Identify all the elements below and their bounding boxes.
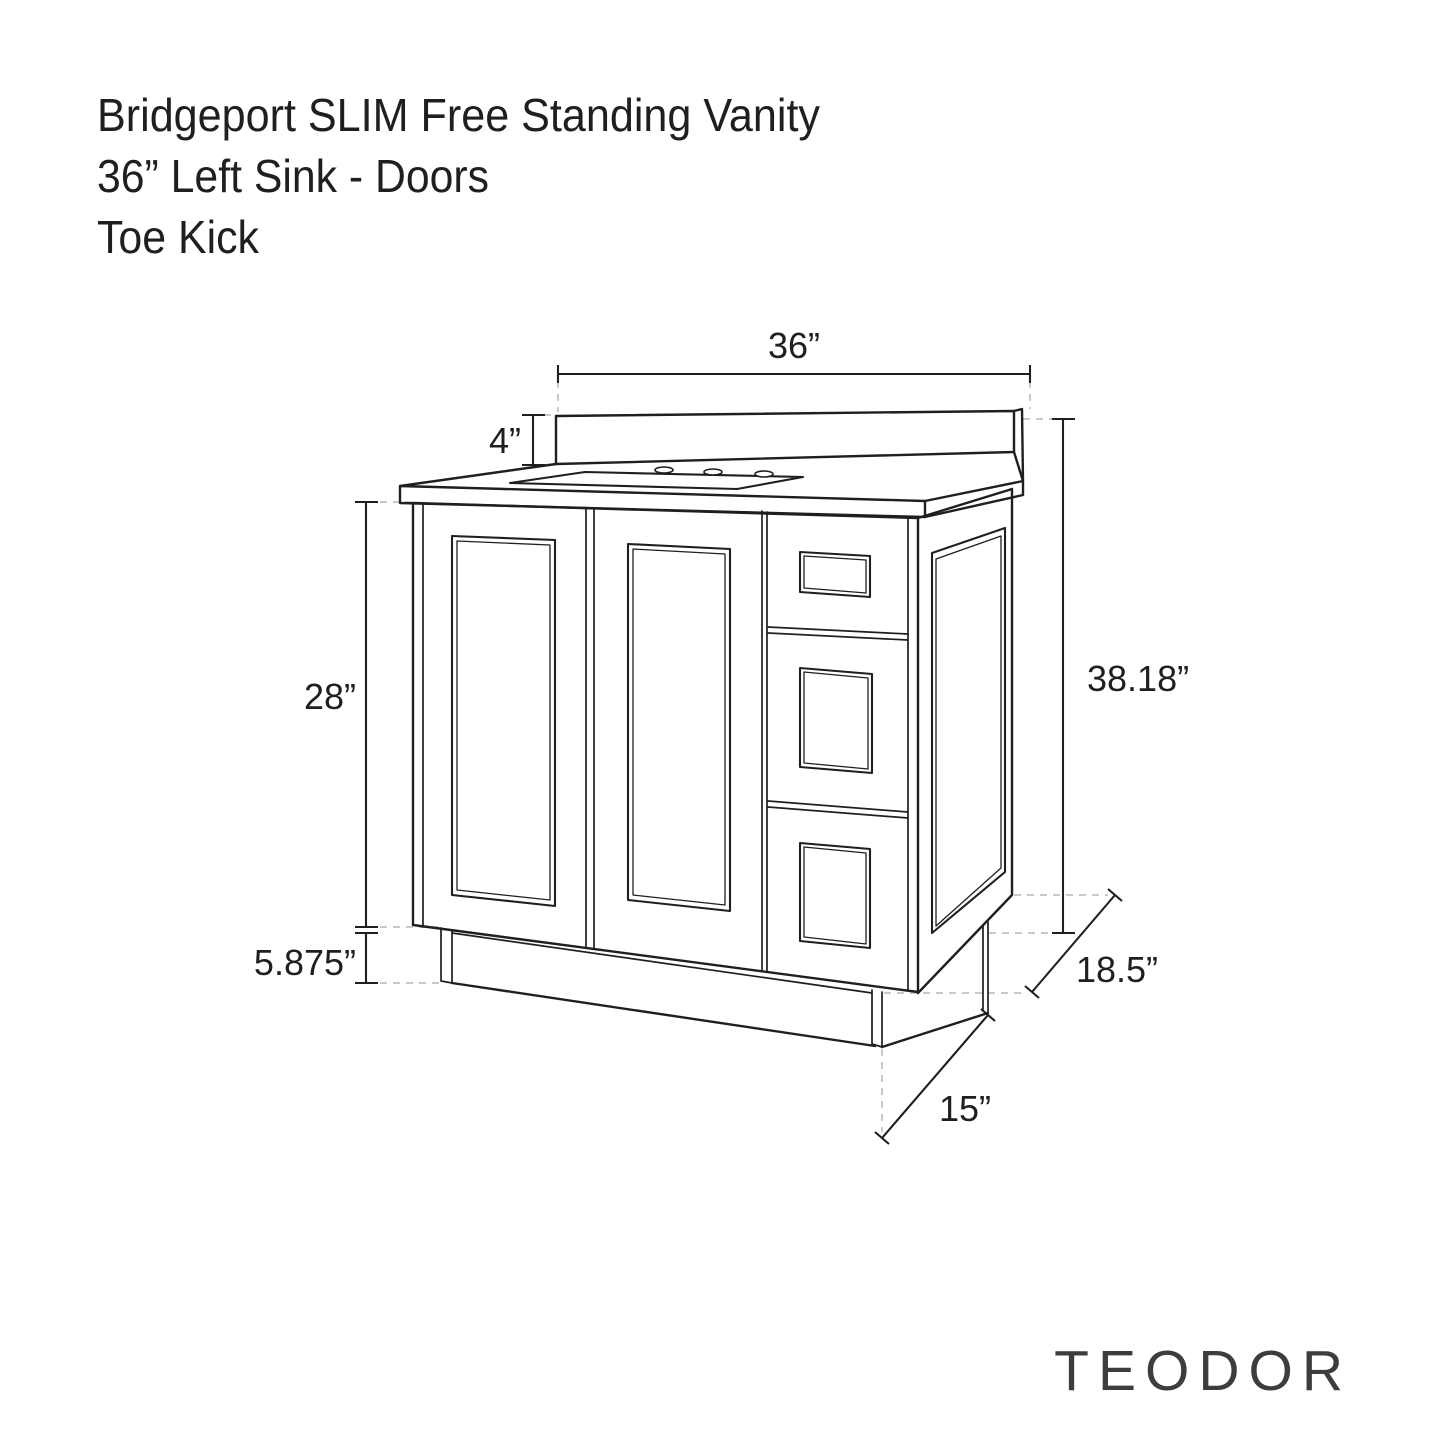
backsplash-height-label: 4”: [489, 420, 521, 461]
dimension-annotations: 36” 4” 28” 5.875” 38.18”: [254, 325, 1189, 1145]
toe-kick-depth-label: 15”: [939, 1088, 991, 1129]
dim-toe-kick-depth: 15”: [874, 1008, 996, 1145]
vanity-drawing: [398, 407, 1025, 1049]
dim-toe-kick-height: 5.875”: [254, 931, 378, 985]
depth-label: 18.5”: [1076, 949, 1158, 990]
drawer-2-panel: [798, 666, 874, 775]
brand-logo: TEODOR: [1054, 1339, 1352, 1403]
leader-lines: [367, 381, 1108, 1132]
faucet-hole-right: [754, 470, 774, 478]
width-label: 36”: [768, 325, 820, 366]
drawer-rail-1: [767, 626, 909, 641]
side-panel: [916, 487, 1014, 995]
drawing-title: Bridgeport SLIM Free Standing Vanity 36”…: [97, 89, 820, 263]
drawer-3-panel: [798, 841, 872, 950]
drawer-rail-2: [767, 800, 909, 819]
dim-total-height: 38.18”: [1052, 417, 1189, 935]
sink-cutout: [508, 470, 805, 491]
dim-width: 36”: [556, 325, 1032, 383]
faucet-hole-left: [654, 466, 674, 474]
dim-backsplash-height: 4”: [489, 413, 545, 467]
toe-kick: [440, 921, 990, 1049]
faucet-hole-center: [703, 468, 723, 476]
faucet-holes: [654, 466, 774, 478]
title-line-2: 36” Left Sink - Doors: [97, 150, 489, 202]
dim-depth: 18.5”: [1024, 888, 1158, 999]
countertop: [398, 450, 1025, 519]
drawer-1-panel: [798, 550, 872, 599]
title-line-3: Toe Kick: [97, 211, 260, 263]
dim-cabinet-height: 28”: [304, 500, 378, 929]
toe-kick-height-label: 5.875”: [254, 942, 356, 983]
cabinet-height-label: 28”: [304, 676, 356, 717]
cabinet-front: [411, 501, 920, 994]
drawer-stack: [767, 550, 909, 950]
total-height-label: 38.18”: [1087, 658, 1189, 699]
door-left: [450, 534, 557, 908]
backsplash: [554, 407, 1025, 483]
title-line-1: Bridgeport SLIM Free Standing Vanity: [97, 89, 820, 141]
door-right: [626, 542, 732, 913]
